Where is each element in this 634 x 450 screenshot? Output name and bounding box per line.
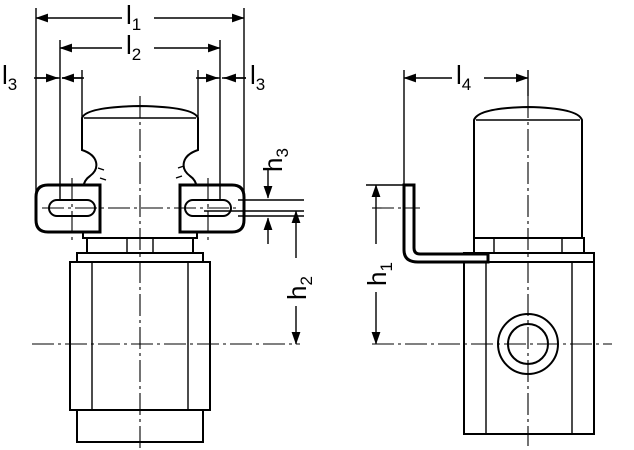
label-h2: h2 [282,276,316,300]
front-view [32,96,300,448]
label-l3-left: l3 [2,60,17,94]
l-bracket [402,183,490,264]
label-l4: l4 [456,60,471,94]
label-l2: l2 [126,30,141,64]
side-view [372,96,612,446]
dim-l2: l2 [59,30,221,64]
bracket-tab-left [34,183,102,234]
dim-h1: h1 [362,184,396,345]
dim-h2: h2 [282,210,316,345]
dim-l3-left: l3 [2,60,84,94]
nut-side [473,237,585,254]
extension-lines-left [35,8,304,217]
cutout-hatch [97,165,185,181]
label-l3-right: l3 [250,60,265,94]
dim-h3: h3 [258,148,292,244]
dim-l1: l1 [35,0,245,34]
label-h3: h3 [258,148,292,172]
label-h1: h1 [362,262,396,286]
label-l1: l1 [126,0,141,34]
dim-l4: l4 [403,60,529,94]
dim-l3-right: l3 [196,60,265,94]
